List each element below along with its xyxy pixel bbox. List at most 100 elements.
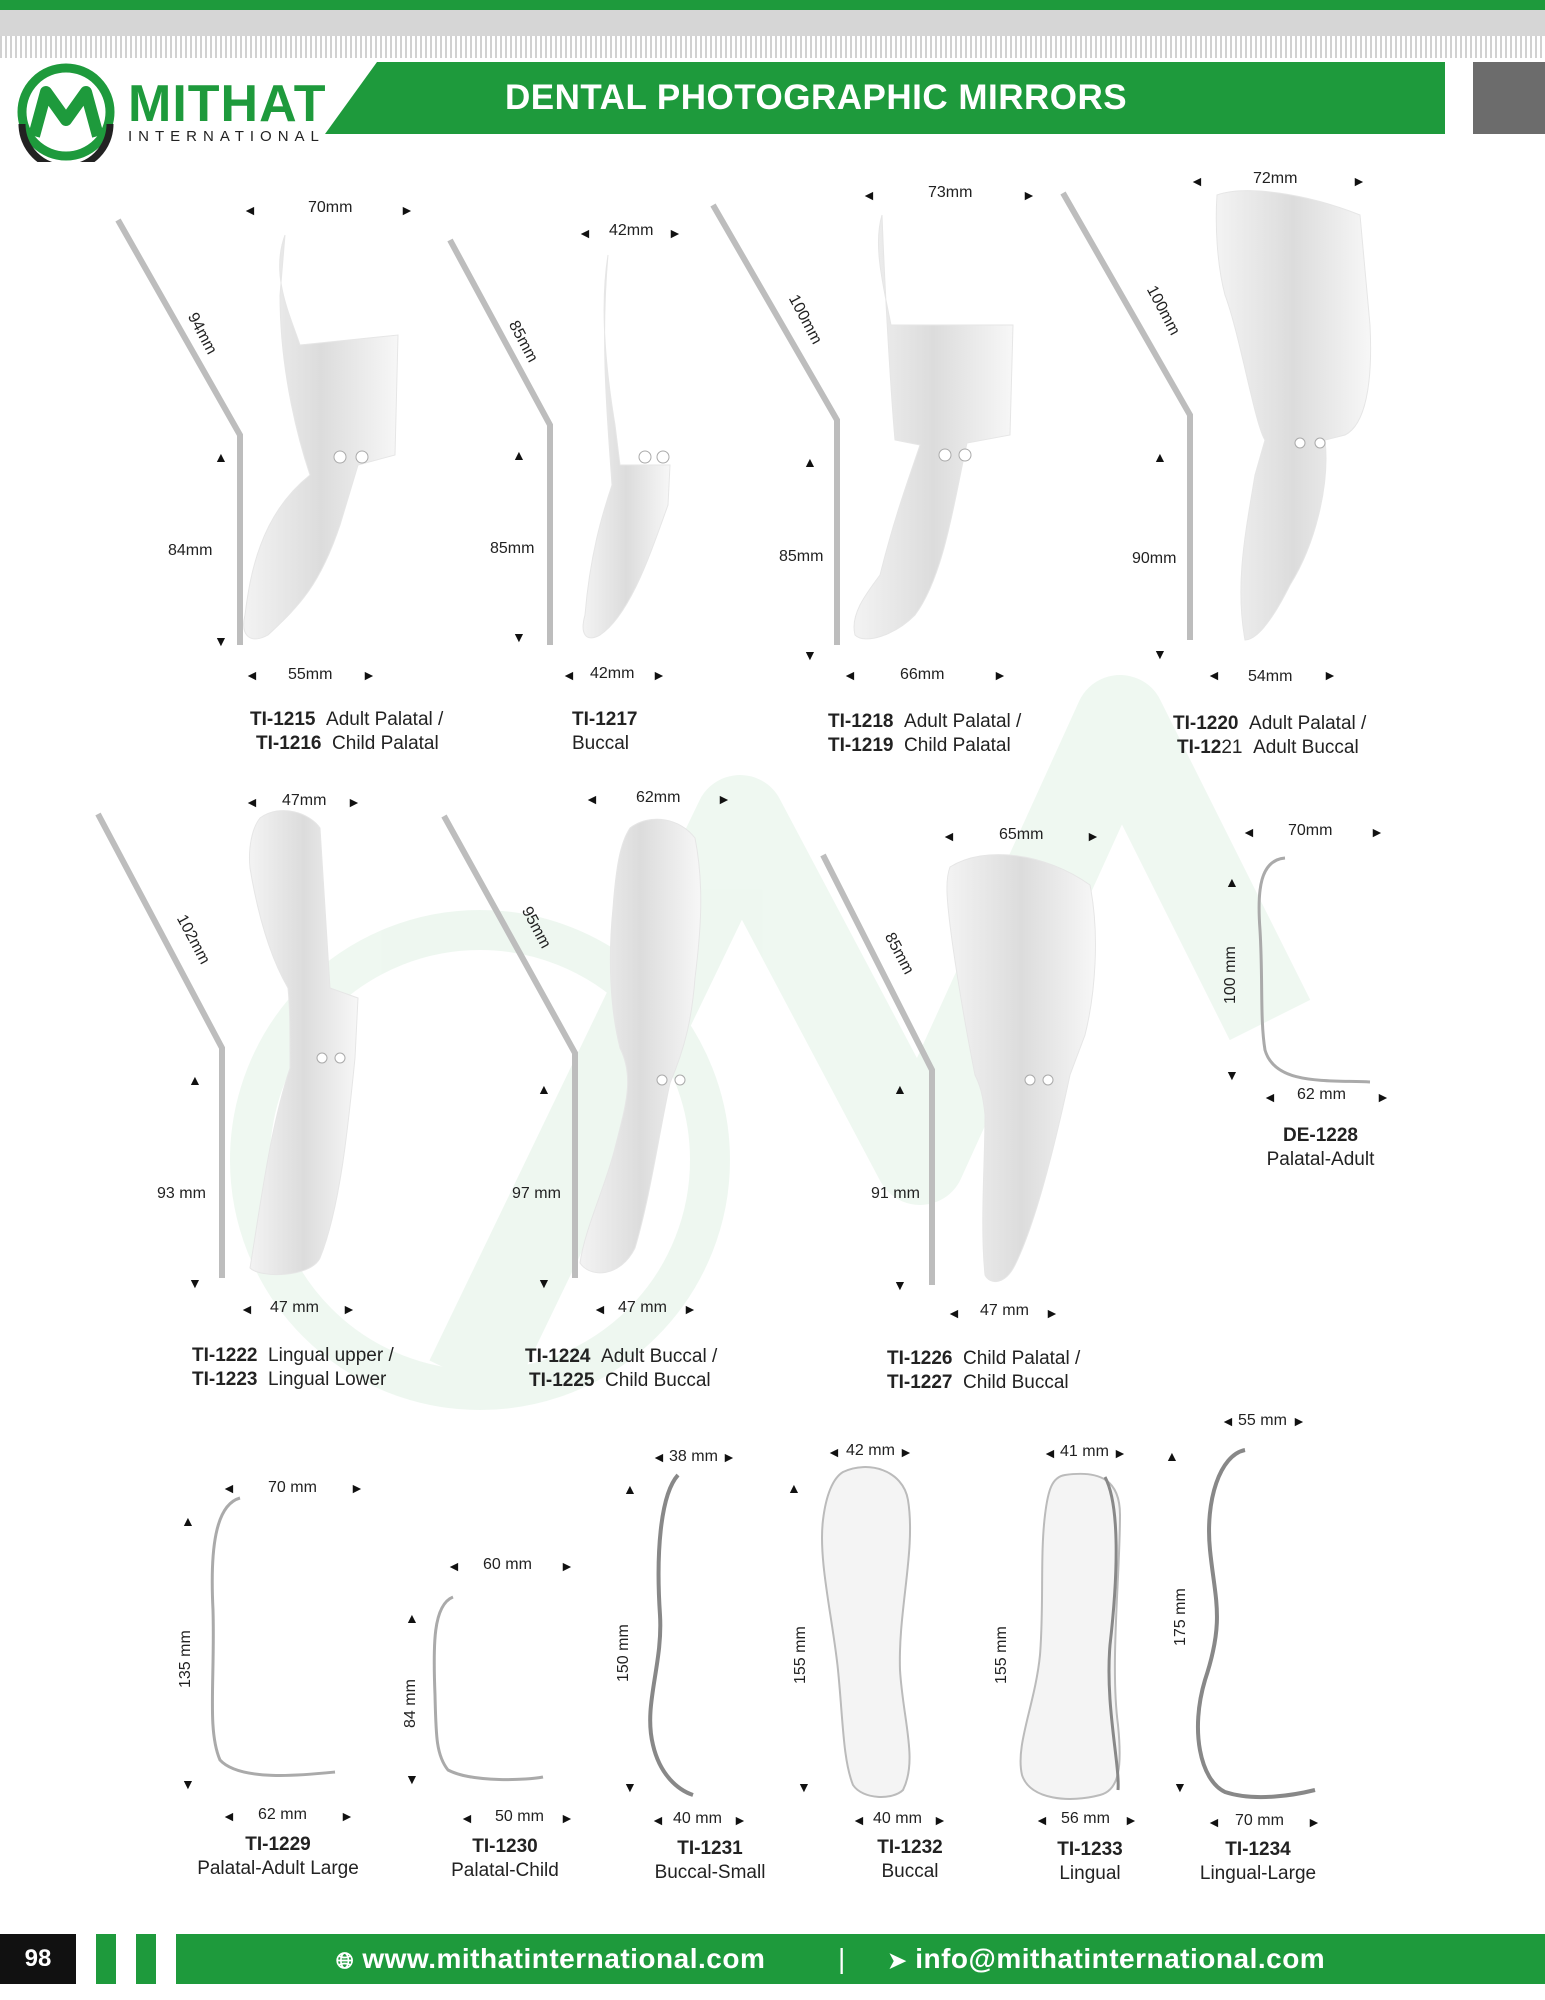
mirror-ti-1215-image — [115, 218, 399, 645]
dim-width-bottom: 47 mm — [270, 1299, 319, 1316]
caption-ti-1234: TI-1234 Lingual-Large — [1199, 1839, 1317, 1884]
dim-arrow-down-icon: ▼ — [803, 647, 817, 663]
email-link[interactable]: info@mithatinternational.com — [915, 1943, 1326, 1974]
caption-ti-1220: TI-1220 Adult Palatal / TI-1221 Adult Bu… — [1173, 713, 1367, 758]
page-title: DENTAL PHOTOGRAPHIC MIRRORS — [505, 78, 1128, 117]
dim-height: 155 mm — [792, 1626, 809, 1684]
dim-arrow-right-icon: ► — [1124, 1812, 1138, 1828]
dim-arrow-up-icon: ▲ — [1225, 874, 1239, 890]
dim-arrow-right-icon: ► — [993, 667, 1007, 683]
dim-arrow-left-icon: ◄ — [1207, 1814, 1221, 1830]
dim-arrow-left-icon: ◄ — [578, 225, 592, 241]
footer-bar — [176, 1934, 1545, 1984]
dim-arrow-left-icon: ◄ — [942, 828, 956, 844]
logo-emblem-icon — [17, 63, 115, 172]
dim-arrow-up-icon: ▲ — [188, 1072, 202, 1088]
dim-arrow-left-icon: ◄ — [1242, 824, 1256, 840]
dim-arrow-right-icon: ► — [1045, 1305, 1059, 1321]
dim-arrow-left-icon: ◄ — [843, 667, 857, 683]
dim-width-bottom: 55mm — [288, 666, 333, 683]
corner-tab — [1473, 62, 1545, 134]
dim-arrow-down-icon: ▼ — [1173, 1779, 1187, 1795]
dim-height: 93 mm — [157, 1185, 206, 1202]
dim-arrow-right-icon: ► — [400, 202, 414, 218]
dim-arrow-left-icon: ◄ — [240, 1301, 254, 1317]
dim-width-top: 65mm — [999, 826, 1044, 843]
dim-arrow-left-icon: ◄ — [1207, 667, 1221, 683]
dim-arrow-left-icon: ◄ — [222, 1808, 236, 1824]
dim-arrow-down-icon: ▼ — [893, 1277, 907, 1293]
dim-arrow-right-icon: ► — [1086, 828, 1100, 844]
footer-website[interactable]: 🌐︎ www.mithatinternational.com — [336, 1934, 765, 1984]
dim-arrow-down-icon: ▼ — [623, 1779, 637, 1795]
footer-email[interactable]: ➤ info@mithatinternational.com — [888, 1934, 1325, 1984]
brand-logo: MITHAT INTERNATIONAL — [16, 62, 326, 172]
dim-arrow-right-icon: ► — [717, 791, 731, 807]
dim-arrow-down-icon: ▼ — [537, 1275, 551, 1291]
dim-arrow-right-icon: ► — [1323, 667, 1337, 683]
dim-arrow-right-icon: ► — [899, 1444, 913, 1460]
dim-height: 175 mm — [1172, 1588, 1189, 1646]
mirror-ti-1226-image — [820, 853, 1096, 1285]
dim-arrow-down-icon: ▼ — [1153, 646, 1167, 662]
top-accent-bar — [0, 0, 1545, 10]
dim-arrow-up-icon: ▲ — [893, 1081, 907, 1097]
dim-arrow-left-icon: ◄ — [243, 202, 257, 218]
dim-width-bottom: 62 mm — [258, 1806, 307, 1823]
dim-arrow-up-icon: ▲ — [512, 447, 526, 463]
caption-ti-1229: TI-1229 Palatal-Adult Large — [197, 1834, 359, 1879]
dim-arrow-down-icon: ▼ — [214, 633, 228, 649]
dim-width-top: 62mm — [636, 789, 681, 806]
dim-arrow-left-icon: ◄ — [562, 667, 576, 683]
dim-width-top: 38 mm — [669, 1448, 718, 1465]
dim-width-top: 72mm — [1253, 170, 1298, 187]
caption-ti-1215: TI-1215 Adult Palatal / TI-1216 Child Pa… — [250, 709, 444, 754]
dim-width-top: 55 mm — [1238, 1412, 1287, 1429]
caption-ti-1222: TI-1222 Lingual upper / TI-1223 Lingual … — [192, 1345, 394, 1390]
dim-width-top: 47mm — [282, 792, 327, 809]
dim-height: 85mm — [490, 540, 535, 557]
caption-ti-1226: TI-1226 Child Palatal / TI-1227 Child Bu… — [887, 1348, 1081, 1393]
brand-subtitle: INTERNATIONAL — [128, 128, 325, 145]
dim-arrow-right-icon: ► — [1370, 824, 1384, 840]
dim-arrow-left-icon: ◄ — [222, 1480, 236, 1496]
mirror-ti-1233-image — [1019, 1472, 1122, 1800]
mirror-ti-1229-image — [210, 1496, 336, 1777]
dim-arrow-left-icon: ◄ — [651, 1812, 665, 1828]
dim-arrow-right-icon: ► — [933, 1812, 947, 1828]
dim-arrow-right-icon: ► — [733, 1812, 747, 1828]
mirror-ti-1231-image — [648, 1473, 694, 1797]
globe-icon: 🌐︎ — [336, 1948, 355, 1973]
dim-arrow-right-icon: ► — [1376, 1089, 1390, 1105]
dim-arrow-right-icon: ► — [722, 1449, 736, 1465]
dim-width-top: 70mm — [308, 199, 353, 216]
dim-arrow-left-icon: ◄ — [460, 1810, 474, 1826]
dim-arrow-left-icon: ◄ — [852, 1812, 866, 1828]
dim-width-top: 73mm — [928, 184, 973, 201]
caption-de-1228: DE-1228 Palatal-Adult — [1266, 1125, 1375, 1170]
mirror-ti-1218-image — [710, 203, 1014, 645]
dim-height: 91 mm — [871, 1185, 920, 1202]
dim-arrow-right-icon: ► — [350, 1480, 364, 1496]
website-link[interactable]: www.mithatinternational.com — [362, 1943, 766, 1974]
dim-arrow-left-icon: ◄ — [1221, 1413, 1235, 1429]
dim-height: 155 mm — [993, 1626, 1010, 1684]
dim-height: 135 mm — [177, 1630, 194, 1688]
mirror-ti-1217-image — [447, 238, 671, 645]
dim-arrow-up-icon: ▲ — [787, 1480, 801, 1496]
dim-arrow-right-icon: ► — [1022, 187, 1036, 203]
dim-arrow-up-icon: ▲ — [537, 1081, 551, 1097]
dim-arrow-left-icon: ◄ — [1035, 1812, 1049, 1828]
dim-height: 90mm — [1132, 550, 1177, 567]
dim-arrow-up-icon: ▲ — [405, 1610, 419, 1626]
mirror-ti-1222-image — [95, 810, 359, 1278]
dim-arrow-left-icon: ◄ — [585, 791, 599, 807]
dim-arrow-down-icon: ▼ — [181, 1776, 195, 1792]
dim-arrow-down-icon: ▼ — [1225, 1067, 1239, 1083]
dim-arrow-right-icon: ► — [668, 225, 682, 241]
dim-arrow-up-icon: ▲ — [181, 1513, 195, 1529]
dim-arrow-left-icon: ◄ — [947, 1305, 961, 1321]
dim-arrow-left-icon: ◄ — [447, 1558, 461, 1574]
mirror-ti-1234-image — [1195, 1448, 1316, 1800]
mirror-ti-1224-image — [441, 814, 702, 1278]
